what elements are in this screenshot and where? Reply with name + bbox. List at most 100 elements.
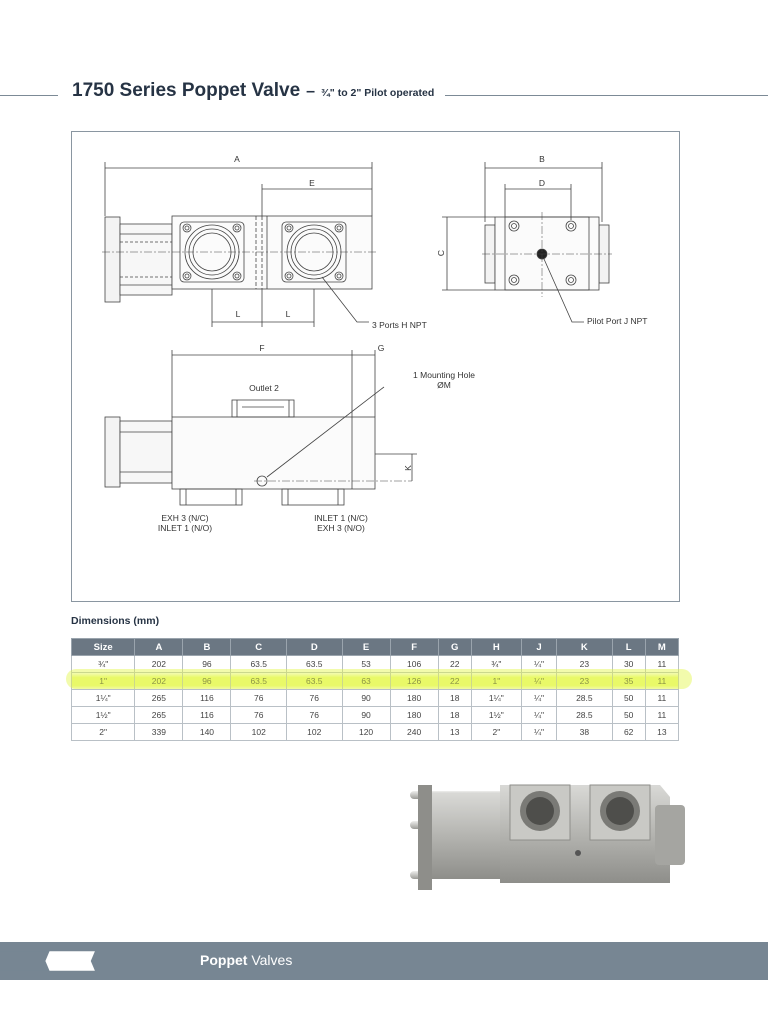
product-photo — [410, 784, 685, 890]
table-cell: 1" — [70, 672, 136, 690]
footer-section-title: Poppet Valves — [200, 952, 292, 968]
table-cell: 76 — [230, 706, 287, 724]
table-cell: 28.5 — [556, 689, 613, 707]
table-cell: 22 — [437, 655, 472, 673]
outlet-label: Outlet 2 — [249, 383, 279, 393]
table-cell: 50 — [611, 689, 646, 707]
column-header-l: L — [611, 638, 646, 656]
table-cell: 116 — [182, 706, 232, 724]
column-header-k: K — [556, 638, 613, 656]
table-cell: 202 — [134, 655, 184, 673]
table-cell: 180 — [389, 689, 439, 707]
table-cell: 35 — [611, 672, 646, 690]
table-cell: 23 — [556, 655, 613, 673]
header-rule-left — [0, 95, 58, 96]
table-cell: 76 — [286, 689, 343, 707]
table-cell: 96 — [182, 655, 232, 673]
table-cell: 11 — [644, 706, 680, 724]
dim-label-e: E — [309, 178, 315, 188]
table-cell: 18 — [437, 706, 472, 724]
footer-section-bold: Poppet — [200, 952, 248, 968]
table-cell: 240 — [389, 723, 439, 741]
table-cell: 18 — [437, 689, 472, 707]
footer-bar — [0, 942, 768, 980]
column-header-size: Size — [70, 638, 136, 656]
dim-label-f: F — [259, 343, 264, 353]
table-cell: 63 — [341, 672, 391, 690]
column-header-h: H — [470, 638, 522, 656]
table-cell: 38 — [556, 723, 613, 741]
table-cell: 63.5 — [286, 672, 343, 690]
table-cell: 140 — [182, 723, 232, 741]
table-cell: ¼" — [520, 706, 558, 724]
table-cell: 23 — [556, 672, 613, 690]
table-cell: 180 — [389, 706, 439, 724]
table-cell: 13 — [644, 723, 680, 741]
column-header-c: C — [230, 638, 287, 656]
page-subtitle: ¾" to 2" Pilot operated — [321, 87, 435, 99]
page-number: 6 — [70, 955, 76, 966]
table-cell: 126 — [389, 672, 439, 690]
technical-drawing: A E L L 3 Ports H NPT B D C Pilot Port J… — [71, 131, 680, 602]
inlet-label-right: INLET 1 (N/C) — [314, 513, 368, 523]
table-cell: 76 — [230, 689, 287, 707]
table-cell: 202 — [134, 672, 184, 690]
dim-label-k: K — [403, 465, 413, 471]
column-header-a: A — [134, 638, 184, 656]
table-cell: 102 — [230, 723, 287, 741]
pilot-port-callout: Pilot Port J NPT — [587, 316, 647, 326]
table-cell: 11 — [644, 672, 680, 690]
column-header-g: G — [437, 638, 472, 656]
table-cell: ¼" — [520, 689, 558, 707]
dim-label-a: A — [234, 154, 240, 164]
drawing-svg: A E L L 3 Ports H NPT B D C Pilot Port J… — [102, 154, 647, 533]
table-cell: 22 — [437, 672, 472, 690]
table-cell: 339 — [134, 723, 184, 741]
ports-callout: 3 Ports H NPT — [372, 320, 427, 330]
table-cell: 1¼" — [470, 689, 522, 707]
table-cell: 50 — [611, 706, 646, 724]
exh-label-right: EXH 3 (N/O) — [317, 523, 365, 533]
page-title: 1750 Series Poppet Valve — [72, 80, 301, 101]
table-cell: ¾" — [70, 655, 136, 673]
table-cell: 265 — [134, 706, 184, 724]
table-cell: 11 — [644, 655, 680, 673]
column-header-j: J — [520, 638, 558, 656]
table-cell: 102 — [286, 723, 343, 741]
table-cell: ¾" — [470, 655, 522, 673]
title-dash: – — [306, 83, 316, 100]
table-cell: 11 — [644, 689, 680, 707]
dim-label-g: G — [378, 343, 385, 353]
footer-section-rest: Valves — [247, 952, 293, 968]
table-cell: 76 — [286, 706, 343, 724]
table-cell: 1" — [470, 672, 522, 690]
column-header-m: M — [644, 638, 680, 656]
table-cell: 120 — [341, 723, 391, 741]
table-cell: 53 — [341, 655, 391, 673]
page-header: 1750 Series Poppet Valve – ¾" to 2" Pilo… — [64, 80, 443, 110]
dimensions-heading: Dimensions (mm) — [71, 615, 160, 627]
dim-label-l-right: L — [286, 309, 291, 319]
mounting-hole-diameter: ØM — [437, 380, 451, 390]
table-cell: 1½" — [70, 706, 136, 724]
table-cell: 30 — [611, 655, 646, 673]
dim-label-d: D — [539, 178, 545, 188]
footer-tab-shape — [0, 951, 95, 971]
table-cell: 90 — [341, 689, 391, 707]
table-cell: 62 — [611, 723, 646, 741]
table-cell: 90 — [341, 706, 391, 724]
column-header-f: F — [389, 638, 439, 656]
mounting-hole-callout: 1 Mounting Hole — [413, 370, 475, 380]
table-cell: ¼" — [520, 723, 558, 741]
dim-label-b: B — [539, 154, 545, 164]
table-cell: 28.5 — [556, 706, 613, 724]
table-cell: 96 — [182, 672, 232, 690]
